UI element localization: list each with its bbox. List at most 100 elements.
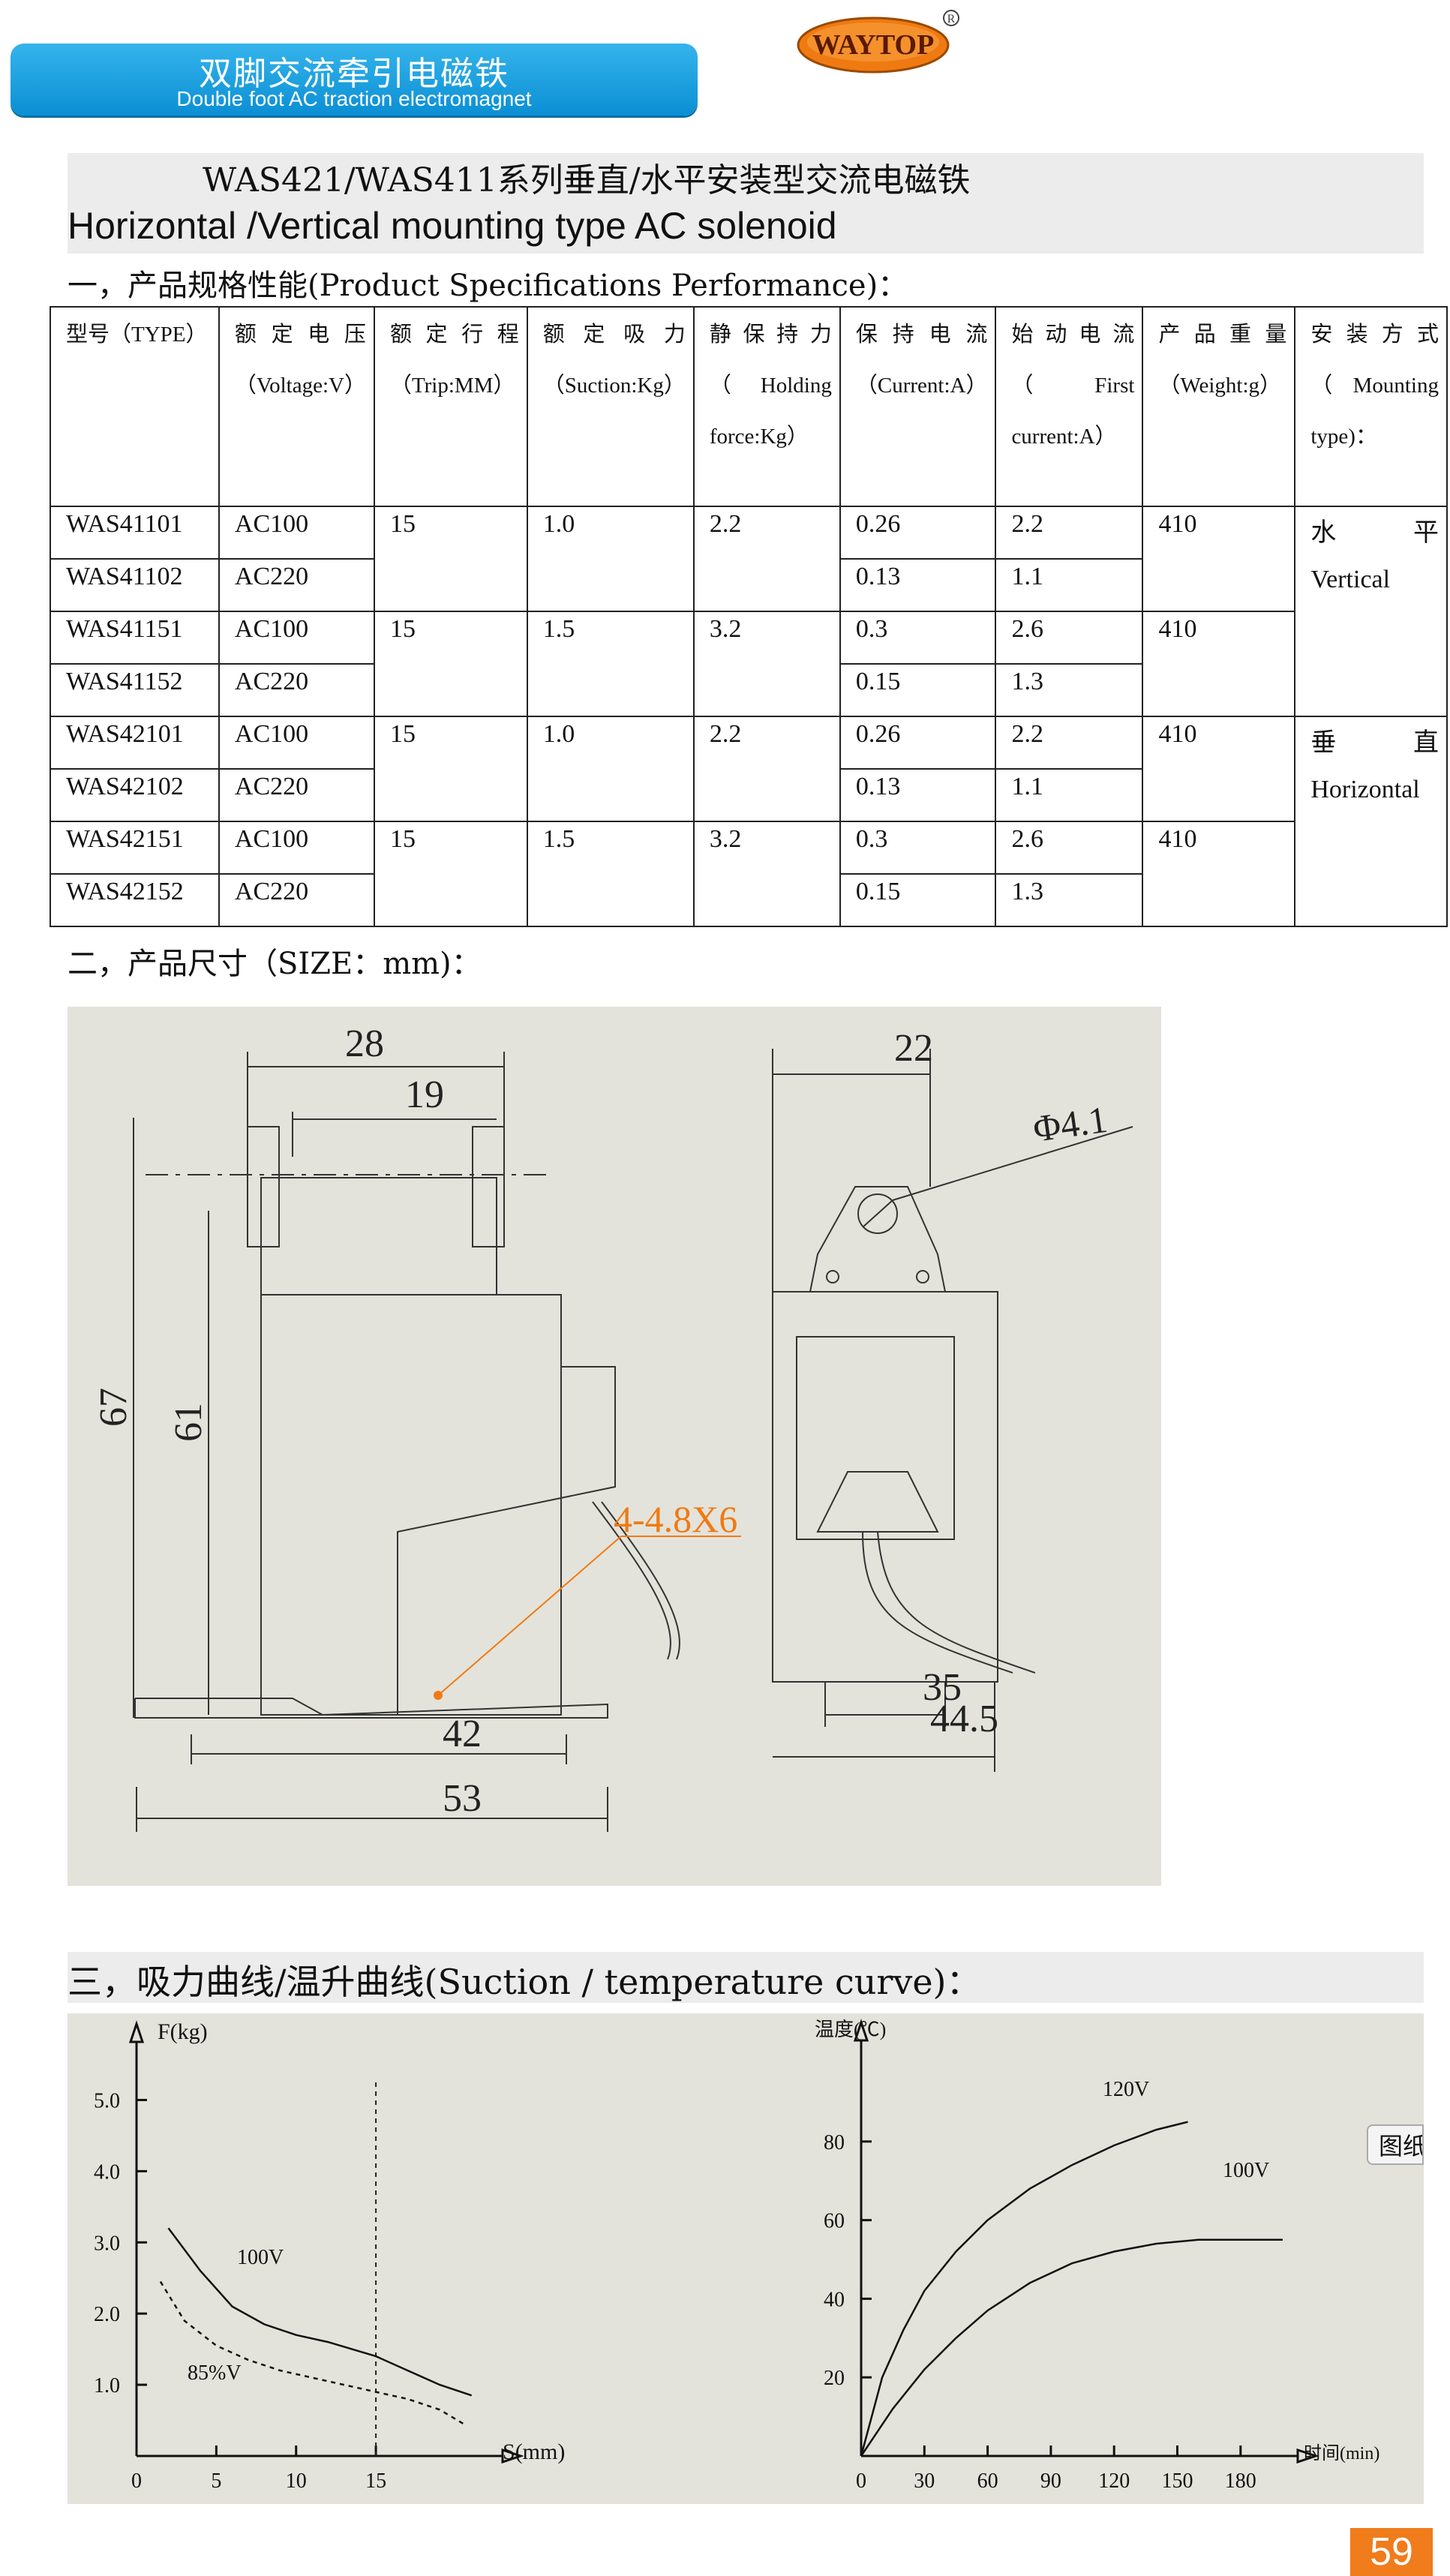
cell-first-current: 2.6 [995, 611, 1144, 665]
cell-type: WAS42102 [50, 768, 220, 822]
y-axis-arrow [853, 2019, 869, 2042]
x-tick-label: 0 [856, 2469, 866, 2493]
x-tick-label: 90 [1040, 2469, 1061, 2493]
table-row: WAS42101 AC100 15 1.0 2.2 0.26 2.2 410 垂… [50, 716, 1448, 927]
cell-holding: 3.2 [692, 821, 841, 927]
cell-current: 0.26 [839, 506, 997, 560]
dim-35: 35 [923, 1666, 962, 1709]
table-row: WAS42151 AC100 15 1.5 3.2 0.3 2.6 410 [50, 821, 1447, 927]
dim-22: 22 [894, 1027, 933, 1070]
x-tick-label: 60 [977, 2469, 998, 2493]
spec-table: 型号（TYPE） 额定电压（Voltage:V） 额定行程（Trip:MM） 额… [50, 306, 1448, 927]
y-tick-label: 60 [824, 2210, 845, 2233]
y-tick-label: 4.0 [94, 2160, 120, 2184]
product-title-en: Horizontal /Vertical mounting type AC so… [68, 205, 837, 247]
cell-current: 0.13 [839, 768, 997, 822]
series-label-0: 100V [237, 2246, 284, 2269]
dim-61: 61 [167, 1403, 210, 1442]
tooltip-tab[interactable]: 图纸 [1367, 2124, 1424, 2165]
banner-title-en: Double foot AC traction electromagnet [176, 87, 532, 110]
cell-type: WAS41151 [50, 611, 220, 665]
header-weight: 产品重量（Weight:g） [1142, 306, 1296, 507]
cell-holding: 2.2 [692, 716, 841, 822]
header-suction: 额定吸力（Suction:Kg） [526, 306, 695, 507]
header-first-current: 始动电流（First current:A） [995, 306, 1144, 507]
mounting-cn: 垂 直 [1310, 729, 1439, 757]
cell-trip: 15 [373, 716, 528, 822]
curve-panel [68, 2013, 1424, 2504]
suction-xlabel: S(mm) [503, 2439, 565, 2464]
cell-type: WAS42101 [50, 716, 220, 770]
cell-first-current: 2.2 [995, 506, 1144, 560]
x-tick-label: 15 [365, 2469, 386, 2493]
cell-trip: 15 [373, 611, 528, 717]
mounting-en: Horizontal [1310, 776, 1420, 803]
cell-weight: 410 [1142, 716, 1296, 822]
series-label-1: 100V [1223, 2159, 1269, 2182]
table-row: WAS41101 AC100 15 1.0 2.2 0.26 2.2 410 水… [50, 506, 1448, 717]
y-tick-label: 3.0 [94, 2232, 120, 2255]
page-number: 59 [1350, 2528, 1433, 2576]
x-tick-label: 120 [1098, 2469, 1130, 2493]
cell-suction: 1.0 [526, 716, 695, 822]
tooltip-text: 图纸 [1379, 2132, 1424, 2160]
cell-suction: 1.0 [526, 506, 695, 612]
x-tick-label: 30 [914, 2469, 935, 2493]
cell-suction: 1.5 [526, 611, 695, 717]
header-trip: 额定行程（Trip:MM） [373, 306, 528, 507]
cell-suction: 1.5 [526, 821, 695, 927]
series-line-1 [860, 2238, 1283, 2457]
cell-mounting-horizontal: 水 平 Vertical [1294, 506, 1448, 717]
cell-trip: 15 [373, 506, 528, 612]
temperature-xlabel: 时间(min) [1304, 2443, 1379, 2463]
y-tick-label: 40 [824, 2288, 845, 2311]
header-type: 型号（TYPE） [50, 306, 220, 507]
section-specs-heading: 一，产品规格性能(Product Specifications Performa… [68, 269, 908, 303]
table-row: WAS42102 AC220 0.13 1.1 [50, 768, 1447, 822]
header-current: 保持电流（Current:A） [839, 306, 997, 507]
title-box [68, 153, 1424, 254]
cell-type: WAS41101 [50, 506, 220, 560]
cell-voltage: AC100 [218, 716, 375, 770]
series-line-0 [860, 2121, 1188, 2457]
header-mounting: 安装方式（Mounting type)： [1294, 306, 1448, 507]
dim-44-5: 44.5 [930, 1698, 998, 1740]
series-line-0 [167, 2227, 473, 2397]
table-row: WAS42152 AC220 0.15 1.3 [50, 873, 1447, 927]
suction-chart-axes [128, 2020, 524, 2464]
dim-28: 28 [345, 1022, 384, 1065]
x-axis-arrow [1296, 2448, 1319, 2464]
curve-section-bar [68, 1952, 1424, 2003]
cell-type: WAS42152 [50, 873, 220, 927]
dim-67: 67 [92, 1388, 135, 1427]
cell-voltage: AC220 [218, 558, 375, 612]
header-banner: 双脚交流牵引电磁铁 Double foot AC traction electr… [11, 44, 698, 116]
cell-first-current: 1.3 [995, 663, 1144, 717]
dim-53: 53 [443, 1777, 482, 1820]
cell-first-current: 1.1 [995, 768, 1144, 822]
series-label-1: 85%V [188, 2361, 242, 2385]
x-tick-label: 180 [1225, 2469, 1256, 2493]
registered-mark: R [947, 13, 956, 26]
cell-type: WAS41152 [50, 663, 220, 717]
cell-voltage: AC220 [218, 663, 375, 717]
cell-mounting-vertical: 垂 直 Horizontal [1294, 716, 1448, 927]
cell-voltage: AC220 [218, 768, 375, 822]
y-tick-label: 20 [824, 2367, 845, 2390]
x-tick-label: 10 [286, 2469, 307, 2493]
section-curve-text: 三，吸力曲线/温升曲线(Suction / temperature curve)… [68, 1962, 981, 2002]
cell-voltage: AC100 [218, 611, 375, 665]
product-title-cn: WAS421/WAS411系列垂直/水平安装型交流电磁铁 [203, 161, 971, 200]
cell-weight: 410 [1142, 611, 1296, 717]
cell-voltage: AC220 [218, 873, 375, 927]
series-line-1 [159, 2280, 464, 2425]
dimension-drawing: 28 19 67 61 42 53 22 Φ4.1 35 44.5 4-4.8X… [92, 1022, 1133, 1832]
cell-holding: 3.2 [692, 611, 841, 717]
header-voltage: 额定电压（Voltage:V） [218, 306, 375, 507]
y-tick-label: 1.0 [94, 2374, 120, 2397]
cell-voltage: AC100 [218, 821, 375, 875]
header-holding: 静保持力（Holding force:Kg） [692, 306, 841, 507]
x-tick-label: 0 [131, 2469, 142, 2493]
